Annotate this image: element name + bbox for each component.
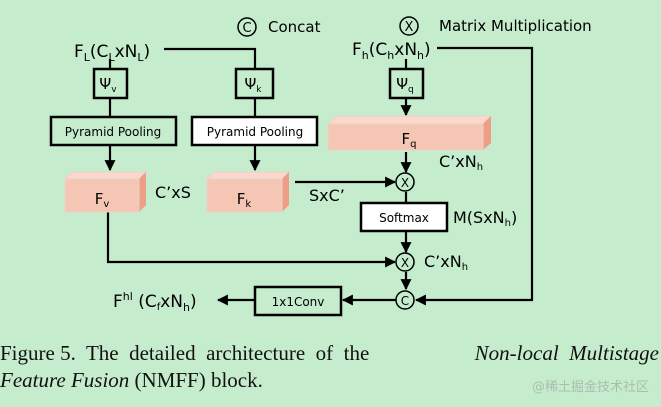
matmul-symbol-text: X	[405, 20, 414, 35]
concat-symbol-icon	[237, 17, 257, 37]
svg-text:Ψk: Ψk	[244, 75, 262, 95]
input-low-label: FL(CLxNL)	[74, 42, 150, 64]
dim-label-fq: C’xNh	[439, 152, 483, 173]
feature-block-fk: Fk	[205, 171, 291, 213]
svg-text:Fq: Fq	[402, 130, 417, 150]
watermark: @稀土掘金技术社区	[531, 380, 649, 395]
svg-text:Fv: Fv	[95, 190, 110, 210]
svg-text:Pyramid Pooling: Pyramid Pooling	[65, 125, 161, 139]
line-fl-psik	[164, 47, 257, 68]
caption-prefix: Figure 5. The detailed architecture of t…	[0, 341, 370, 365]
conv-block: 1x1Conv	[253, 285, 343, 317]
svg-text:X: X	[401, 176, 409, 190]
matmul-icon	[395, 252, 415, 272]
caption-italic-2: Feature Fusion	[0, 368, 130, 392]
softmax-block: Softmax	[359, 201, 449, 233]
svg-text:X: X	[401, 256, 409, 270]
concat-node: C	[395, 290, 415, 310]
output-label: Fhl (CfxNh)	[113, 290, 197, 314]
psi-v-block: Ψv	[92, 67, 129, 100]
psi-q-block: Ψq	[388, 67, 425, 100]
figure-caption: Figure 5. The detailed architecture of t…	[0, 340, 661, 394]
legend-concat: C Concat	[237, 17, 321, 37]
matmul-label: Matrix Multiplication	[439, 17, 592, 35]
svg-text:Ψv: Ψv	[99, 75, 117, 95]
line-fv-matmul2	[106, 212, 397, 268]
pyramid-pooling-k: Pyramid Pooling	[190, 115, 319, 147]
matmul-node-2: X	[395, 252, 415, 272]
input-high-label: Fh(ChxNh)	[352, 40, 431, 62]
concat-label: Concat	[268, 18, 321, 36]
dim-label-fv: C’xS	[155, 183, 191, 202]
svg-text:Pyramid Pooling: Pyramid Pooling	[207, 125, 303, 139]
nmff-diagram: C Concat X Matrix Multiplication FL(CLxN…	[49, 16, 592, 317]
caption-suffix: (NMFF) block.	[129, 368, 263, 392]
line-fh-concat	[414, 46, 534, 306]
svg-text:C: C	[401, 294, 409, 308]
matmul-icon	[395, 172, 415, 192]
connectors	[104, 46, 534, 306]
svg-text:Fk: Fk	[237, 190, 252, 210]
matmul-symbol-icon	[399, 16, 419, 36]
feature-block-fv: Fv	[63, 171, 148, 213]
dim-label-m: M(SxNh)	[453, 208, 517, 229]
caption-italic-1: Non-local Multistage	[474, 341, 659, 365]
matmul-node-1: X	[395, 172, 415, 192]
pyramid-pooling-v: Pyramid Pooling	[49, 115, 178, 147]
concat-symbol-text: C	[242, 21, 251, 36]
legend-matmul: X Matrix Multiplication	[399, 16, 592, 36]
feature-block-fq: Fq	[326, 115, 493, 151]
svg-text:Softmax: Softmax	[379, 211, 429, 225]
svg-text:Ψq: Ψq	[396, 75, 414, 95]
psi-k-block: Ψk	[234, 67, 275, 100]
dim-label-fk: SxC’	[309, 186, 345, 205]
dim-label-out: C’xNh	[424, 252, 468, 273]
svg-text:1x1Conv: 1x1Conv	[272, 295, 325, 309]
concat-icon	[395, 290, 415, 310]
